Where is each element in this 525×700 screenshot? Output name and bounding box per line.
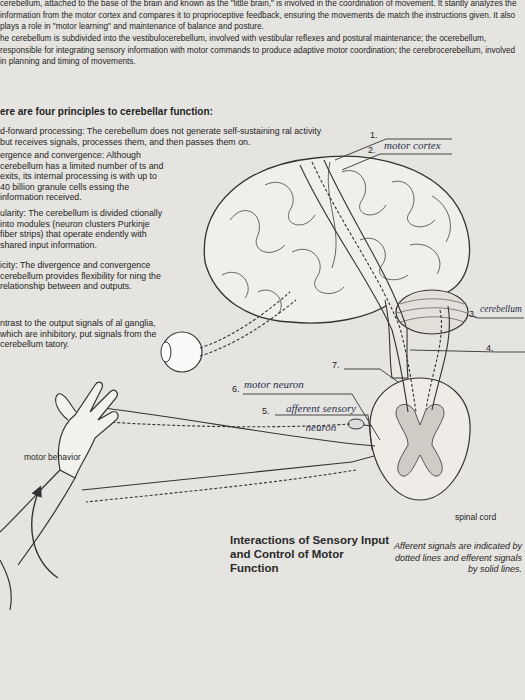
brain-gyrus bbox=[230, 211, 285, 253]
gray-matter bbox=[396, 404, 444, 476]
handwritten-answer: motor cortex bbox=[384, 139, 441, 152]
brain-gyrus bbox=[410, 244, 440, 274]
forearm bbox=[18, 478, 75, 565]
afferent-pathway bbox=[200, 292, 290, 348]
dorsal-root-ganglion bbox=[348, 419, 364, 429]
handwritten-answer: cerebellum bbox=[480, 303, 522, 315]
brain-gyrus bbox=[392, 181, 435, 227]
afferent-pathway bbox=[200, 300, 296, 356]
callout-number: 7. bbox=[332, 360, 340, 371]
hand bbox=[58, 382, 118, 478]
callout-number: 3. bbox=[469, 309, 477, 320]
afferent-pathway bbox=[86, 470, 356, 502]
callout-number: 1. bbox=[370, 130, 378, 141]
part-label: motor behavior bbox=[24, 452, 84, 463]
leader-line bbox=[344, 369, 398, 382]
eye bbox=[162, 332, 202, 372]
leader-line bbox=[410, 350, 525, 352]
cerebellum-outline bbox=[396, 290, 468, 334]
principle-item: ularity: The cerebellum is divided ction… bbox=[0, 208, 168, 250]
figure-note: Afferent signals are indicated by dotted… bbox=[390, 541, 522, 576]
thumb bbox=[56, 394, 76, 420]
callout-number: 4. bbox=[486, 343, 494, 354]
afferent-pathway bbox=[312, 162, 416, 412]
callout-number: 5. bbox=[262, 406, 270, 417]
callout-number: 2. bbox=[368, 145, 376, 156]
principle-item: ntrast to the output signals of al gangl… bbox=[0, 318, 160, 350]
forearm bbox=[0, 470, 60, 532]
brain-gyrus bbox=[222, 272, 248, 298]
brain-gyrus bbox=[265, 182, 315, 225]
principle-item: ergence and convergence: Although cerebe… bbox=[0, 150, 168, 203]
leader-line bbox=[335, 139, 452, 160]
efferent-pathway bbox=[324, 160, 406, 326]
behavior-arrow bbox=[32, 488, 58, 578]
brain-gyrus bbox=[360, 238, 408, 280]
handwritten-answer: motor neuron bbox=[244, 378, 304, 391]
body-paragraph: he cerebellum is subdivided into the ves… bbox=[0, 33, 523, 68]
body-paragraph: cerebellum, attached to the base of the … bbox=[0, 0, 523, 33]
cerebellum-folia bbox=[401, 317, 464, 322]
section-heading: ere are four principles to cerebellar fu… bbox=[0, 106, 340, 118]
nerve-root bbox=[352, 456, 374, 462]
leader-line bbox=[243, 394, 380, 440]
upper-arm bbox=[0, 560, 11, 610]
leader-line bbox=[342, 154, 452, 170]
brain-gyrus bbox=[432, 196, 450, 242]
eye-iris bbox=[161, 342, 171, 362]
cerebellum-folia bbox=[397, 308, 467, 313]
callout-number: 6. bbox=[232, 384, 240, 395]
principle-item: d-forward processing: The cerebellum doe… bbox=[0, 126, 332, 147]
part-label: spinal cord bbox=[455, 512, 496, 523]
brain-gyrus bbox=[292, 249, 344, 293]
principle-item: icity: The divergence and convergence ce… bbox=[0, 260, 168, 292]
efferent-pathway bbox=[82, 462, 352, 490]
figure-caption: Interactions of Sensory Input and Contro… bbox=[230, 533, 390, 575]
efferent-pathway bbox=[300, 165, 408, 412]
afferent-pathway bbox=[426, 310, 441, 410]
efferent-pathway bbox=[432, 306, 449, 410]
cerebellum-folia bbox=[400, 299, 464, 304]
handwritten-answer: afferent sensory neuron bbox=[273, 399, 369, 437]
spinal-cord bbox=[370, 378, 470, 500]
